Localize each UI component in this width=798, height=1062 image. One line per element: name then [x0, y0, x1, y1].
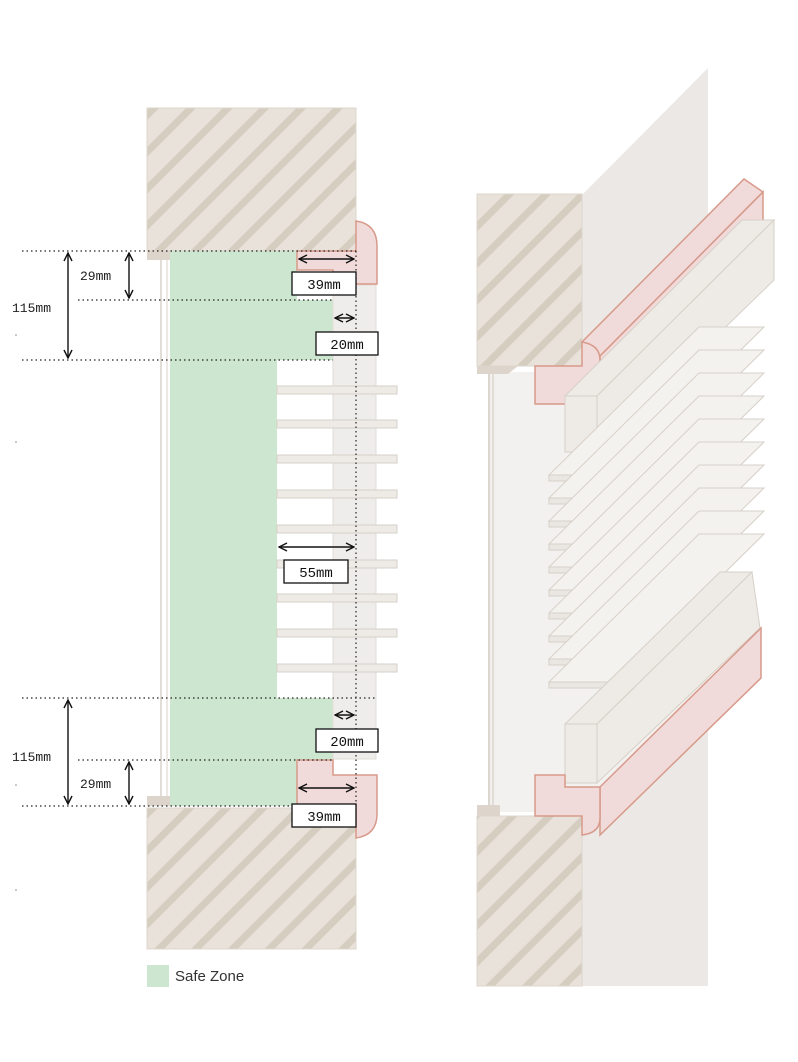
legend-label-safe-zone: Safe Zone — [175, 968, 244, 985]
bottom-bracket — [296, 759, 378, 839]
dim-box-bottom-39: 39mm — [291, 803, 357, 828]
iso-bottom-wall — [476, 815, 583, 987]
top-bracket — [296, 220, 378, 285]
slats-isometric — [547, 326, 766, 689]
slat-2 — [276, 419, 398, 429]
headrail-column — [332, 284, 377, 760]
dim-top-115: 115mm — [12, 301, 51, 316]
svg-text:20mm: 20mm — [330, 735, 364, 751]
dim-top-29: 29mm — [80, 269, 111, 284]
slat-8 — [276, 628, 398, 638]
slat-7 — [276, 593, 398, 603]
top-sill — [147, 251, 184, 260]
top-wall — [146, 107, 357, 252]
svg-text:39mm: 39mm — [307, 278, 341, 294]
slat-4 — [276, 489, 398, 499]
iso-bottom-sill — [477, 805, 500, 816]
iso-bottom-rail-front — [534, 774, 601, 836]
iso-top-sill — [477, 366, 518, 374]
horizontal-dimension-arrows — [279, 259, 354, 788]
isometric-view — [476, 68, 776, 987]
slat-1 — [276, 385, 398, 395]
section-view: 115mm 29mm 115mm 29mm 39mm 20mm 55mm 20m… — [12, 107, 398, 987]
dim-bottom-29: 29mm — [80, 777, 111, 792]
bottom-sill — [147, 796, 184, 806]
dotted-guides — [22, 250, 376, 807]
dim-box-middle-55: 55mm — [283, 559, 349, 584]
iso-bottom-cassette-front — [564, 723, 598, 784]
bottom-wall — [146, 807, 357, 950]
legend-swatch-safe-zone — [147, 965, 169, 987]
slat-5 — [276, 524, 398, 534]
svg-text:20mm: 20mm — [330, 338, 364, 354]
slat-9 — [276, 663, 398, 673]
stray-marks — [15, 334, 17, 891]
slat-3 — [276, 454, 398, 464]
dim-bottom-115: 115mm — [12, 750, 51, 765]
svg-text:39mm: 39mm — [307, 810, 341, 826]
safe-zone-area — [170, 251, 333, 806]
vertical-dimension-arrows — [68, 253, 129, 804]
dim-box-top-39: 39mm — [291, 271, 357, 296]
iso-top-wall — [476, 193, 583, 367]
dim-box-top-20: 20mm — [315, 331, 379, 356]
dim-box-bottom-20: 20mm — [315, 728, 379, 753]
slats-section — [276, 385, 398, 673]
svg-text:55mm: 55mm — [299, 566, 333, 582]
